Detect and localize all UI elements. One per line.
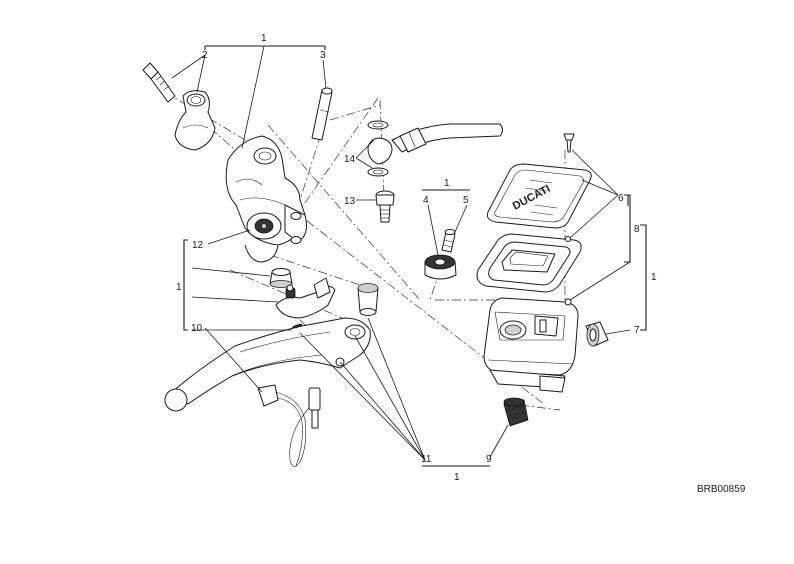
float-pin — [441, 229, 456, 253]
callout-11: 11 — [421, 454, 432, 465]
callout-1-top: 1 — [261, 33, 267, 44]
reservoir-cap: DUCATI — [486, 163, 592, 229]
callout-12: 12 — [192, 240, 204, 251]
callout-6: 6 — [618, 193, 624, 204]
reservoir-diaphragm — [476, 233, 582, 293]
callout-9: 9 — [486, 454, 492, 465]
callout-13: 13 — [344, 196, 356, 207]
lever-adjuster — [275, 277, 336, 319]
callout-1-bottom: 1 — [454, 472, 460, 483]
callout-2: 2 — [202, 50, 208, 61]
banjo-bolt — [375, 190, 395, 223]
group-brackets — [183, 45, 647, 467]
brake-hose — [391, 123, 503, 153]
reservoir-body — [483, 297, 579, 393]
leader-lines — [171, 45, 631, 461]
callout-5: 5 — [463, 195, 469, 206]
callout-1-left: 1 — [176, 282, 182, 293]
callout-10: 10 — [191, 323, 203, 334]
master-cylinder-body — [225, 135, 307, 246]
callout-14: 14 — [344, 154, 356, 165]
banjo-washers — [367, 120, 393, 177]
reservoir-float — [424, 254, 457, 280]
pivot-pin — [311, 87, 333, 141]
upper-handlebar-clamp — [174, 90, 216, 151]
callout-labels: 1 2 3 12 1 10 14 13 1 4 5 6 8 1 7 11 9 1 — [176, 33, 657, 483]
clamp-bolt — [142, 62, 176, 103]
callout-7: 7 — [634, 325, 640, 336]
drawing-code: BRB00859 — [697, 484, 746, 495]
brake-light-switch — [257, 384, 321, 467]
reservoir-hose-sleeve — [503, 397, 529, 427]
reservoir-hose-fitting — [244, 244, 279, 263]
callout-1-mid: 1 — [444, 178, 450, 189]
cap-screw — [563, 133, 575, 153]
seal-boot — [269, 268, 293, 288]
callout-8: 8 — [634, 224, 640, 235]
lever-bushing — [357, 283, 379, 316]
callout-3: 3 — [320, 50, 326, 61]
callout-1-right: 1 — [651, 272, 657, 283]
reservoir-grommet — [585, 321, 609, 347]
callout-4: 4 — [423, 195, 429, 206]
